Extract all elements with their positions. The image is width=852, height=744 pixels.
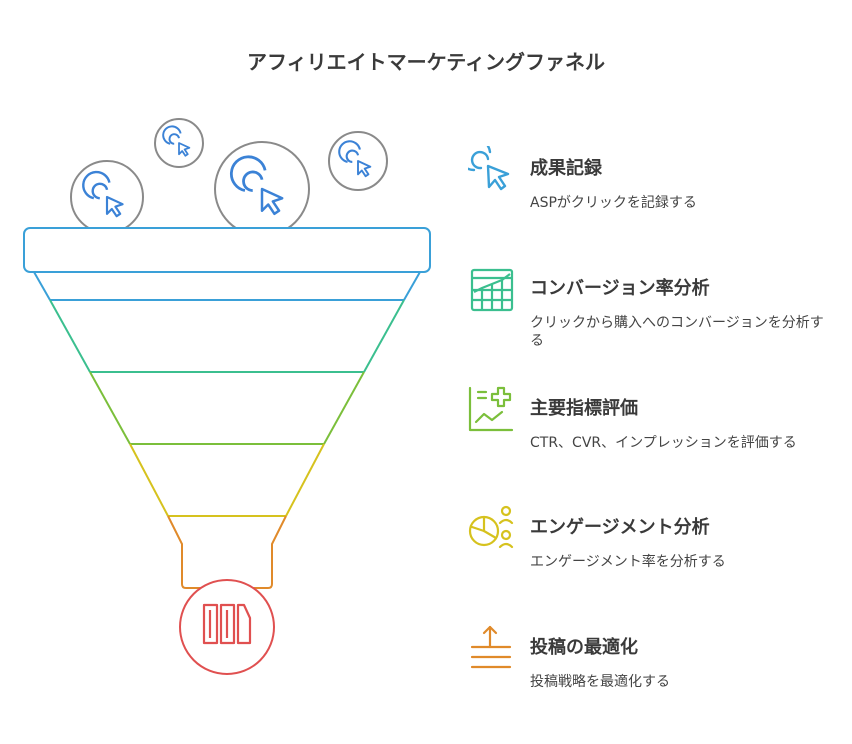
click-bubble-large-center — [214, 141, 310, 237]
cursor-click-icon — [468, 146, 510, 191]
funnel-rim — [23, 227, 431, 273]
stage-heading: 投稿の最適化 — [530, 637, 638, 658]
click-bubble-medium-right — [328, 131, 388, 191]
metrics-plus-icon — [468, 386, 514, 432]
stage-description: ASPがクリックを記録する — [530, 195, 697, 211]
cursor-click-icon — [162, 125, 191, 157]
cursor-click-icon — [82, 170, 124, 218]
stage-description: クリックから購入へのコンバージョンを分析する — [530, 315, 824, 349]
pie-people-icon — [468, 505, 514, 549]
stage-description: 投稿戦略を最適化する — [530, 674, 670, 690]
stage-heading: コンバージョン率分析 — [530, 278, 710, 299]
funnel-body — [33, 271, 421, 589]
stage-heading: エンゲージメント分析 — [530, 517, 710, 538]
upload-lines-icon — [470, 625, 512, 669]
cursor-click-icon — [338, 140, 372, 178]
stage-description: CTR、CVR、インプレッションを評価する — [530, 435, 797, 451]
columns-icon — [202, 603, 252, 645]
cursor-click-icon — [229, 155, 284, 216]
chart-grid-icon — [470, 268, 514, 312]
page-title: アフィリエイトマーケティングファネル — [247, 50, 605, 74]
stage-description: エンゲージメント率を分析する — [530, 554, 726, 570]
stage-heading: 成果記録 — [530, 158, 602, 179]
click-bubble-small — [154, 118, 204, 168]
stage-heading: 主要指標評価 — [530, 398, 638, 419]
funnel-output — [179, 579, 275, 675]
click-bubble-large-left — [70, 160, 144, 234]
